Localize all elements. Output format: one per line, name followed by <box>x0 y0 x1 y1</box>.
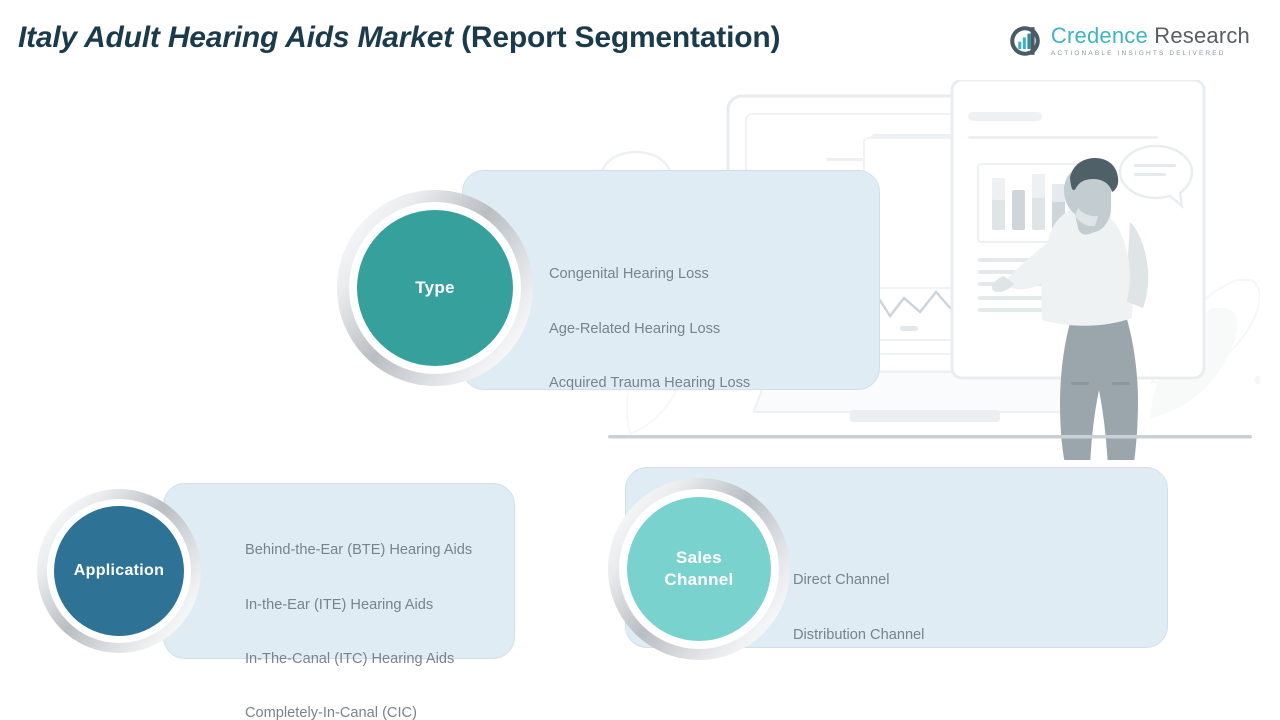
list-item: Acquired Trauma Hearing Loss <box>549 375 751 392</box>
segment-type-items: Congenital Hearing Loss Age-Related Hear… <box>549 234 879 424</box>
segment-sales-channel-items: Direct Channel Distribution Channel <box>793 540 1153 676</box>
bar-chart-circle-icon <box>1010 26 1040 56</box>
page-title: Italy Adult Hearing Aids Market (Report … <box>18 18 780 58</box>
segment-sales-channel-badge[interactable]: Sales Channel <box>608 478 790 660</box>
segment-application-label: Application <box>54 506 184 636</box>
bar-chart <box>863 116 1051 289</box>
list-item: Congenital Hearing Loss <box>549 266 709 283</box>
segment-type-label: Type <box>357 210 513 366</box>
segment-application-items: Behind-the-Ear (BTE) Hearing Aids In-the… <box>245 510 513 720</box>
list-item: Behind-the-Ear (BTE) Hearing Aids <box>245 542 473 559</box>
ground-line <box>608 435 1252 439</box>
logo-text-block: Credence Research Actionable Insights De… <box>1050 22 1250 58</box>
speech-bubble <box>1118 144 1194 209</box>
brand-logo: Credence Research Actionable Insights De… <box>1008 24 1250 58</box>
list-item: Distribution Channel <box>793 626 925 643</box>
list-item: In-The-Canal (ITC) Hearing Aids <box>245 651 455 668</box>
list-item: Age-Related Hearing Loss <box>549 320 721 337</box>
logo-word-credence: Credence <box>1050 22 1148 48</box>
logo-tagline: Actionable Insights Delivered <box>1050 49 1226 57</box>
list-item: In-the-Ear (ITE) Hearing Aids <box>245 596 434 613</box>
standing-person <box>991 158 1149 460</box>
page-title-sub: (Report Segmentation) <box>461 21 781 54</box>
list-item: Completely-In-Canal (CIC) Hearing Aids <box>245 705 417 720</box>
segment-type-badge[interactable]: Type <box>337 190 533 386</box>
list-item: Direct Channel <box>793 572 890 589</box>
page-title-main: Italy Adult Hearing Aids Market <box>18 21 462 54</box>
logo-wordmark: Credence Research <box>1050 22 1250 48</box>
segment-sales-channel-label: Sales Channel <box>627 497 771 641</box>
foreground-card <box>950 80 1206 380</box>
segment-application-badge[interactable]: Application <box>37 489 201 653</box>
logo-word-research: Research <box>1147 22 1250 48</box>
